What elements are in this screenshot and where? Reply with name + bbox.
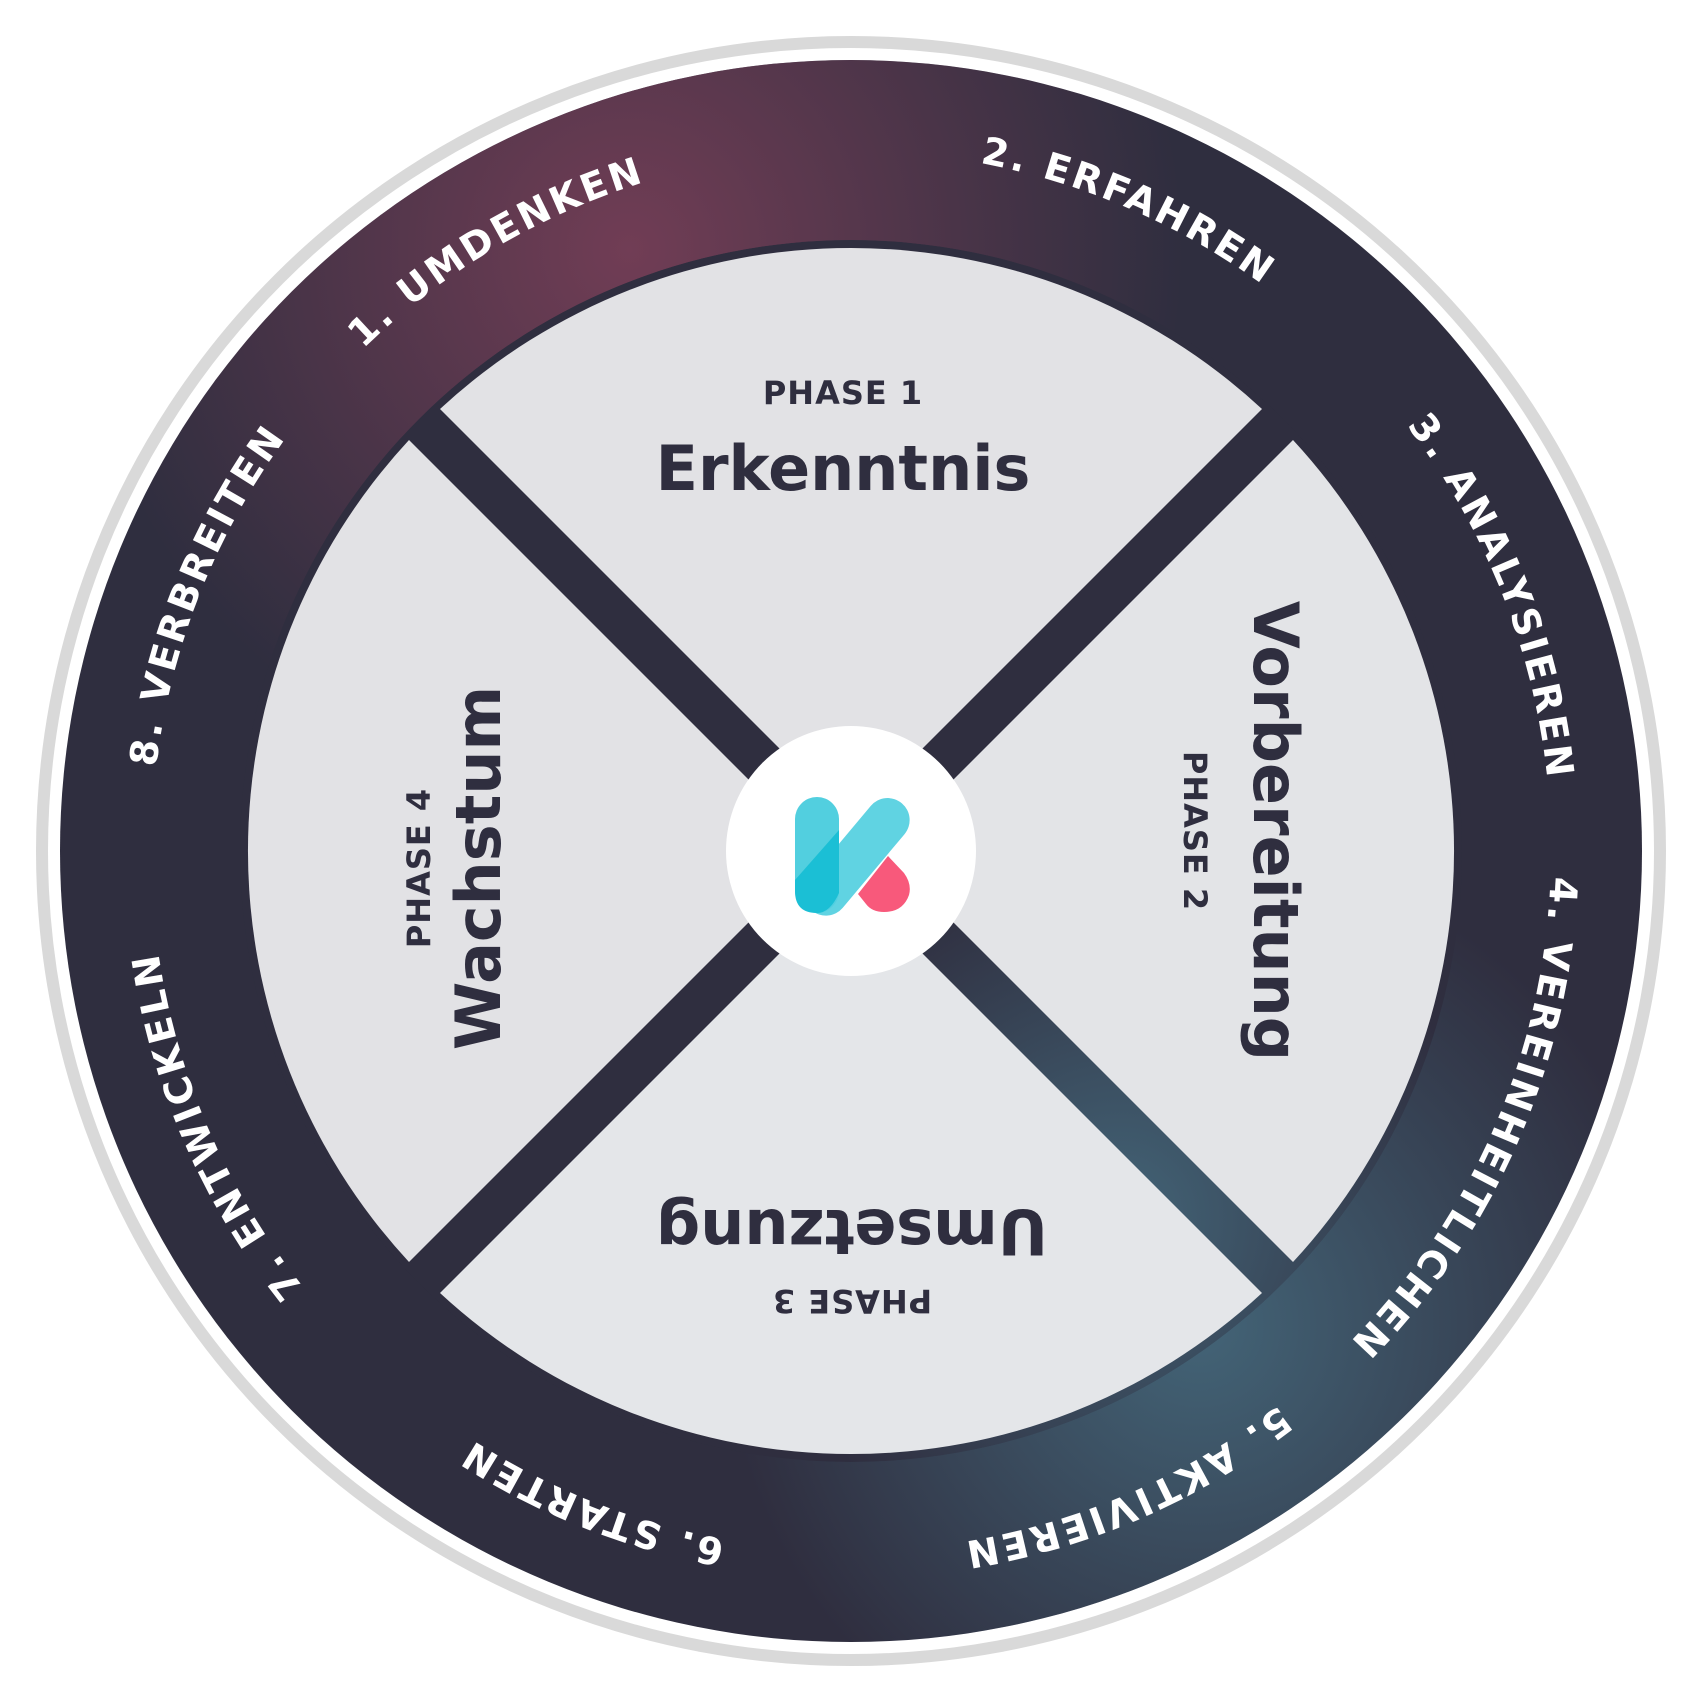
- phase-2-number: PHASE 2: [1176, 751, 1214, 911]
- quadrant-phase-2[interactable]: [882, 440, 1455, 1262]
- k-logo-icon: [795, 797, 910, 916]
- phase-2-label: PHASE 2 Vorbereitung: [1176, 601, 1312, 1061]
- phase-1-number: PHASE 1: [763, 374, 923, 412]
- phase-4-label: PHASE 4 Wachstum: [400, 686, 515, 1050]
- quadrant-phase-1[interactable]: [440, 247, 1262, 820]
- phase-3-number: PHASE 3: [772, 1282, 932, 1320]
- phase-3-label: PHASE 3 Umsetzung: [656, 1195, 1048, 1320]
- phase-1-title: Erkenntnis: [656, 432, 1031, 505]
- phase-4-number: PHASE 4: [400, 788, 438, 948]
- center-logo[interactable]: [726, 726, 976, 976]
- phase-3-title: Umsetzung: [656, 1195, 1048, 1268]
- phase-2-title: Vorbereitung: [1239, 601, 1312, 1061]
- phase-4-title: Wachstum: [442, 686, 515, 1050]
- outer-ring: [36, 36, 1666, 1666]
- phase-1-label: PHASE 1 Erkenntnis: [656, 374, 1031, 505]
- quadrant-phase-3[interactable]: [440, 882, 1262, 1455]
- quadrant-phase-4[interactable]: [247, 440, 820, 1262]
